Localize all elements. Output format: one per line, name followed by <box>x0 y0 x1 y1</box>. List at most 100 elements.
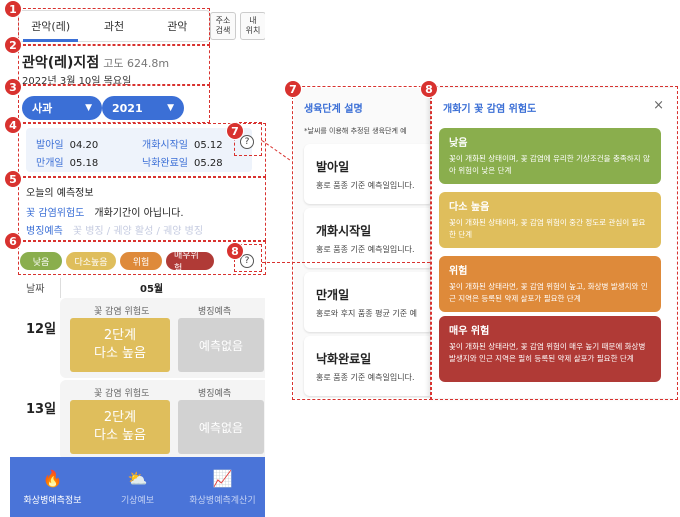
risk-level: 다소 높음 <box>94 346 146 361</box>
legend-low: 낮음 <box>20 252 62 270</box>
close-icon[interactable]: × <box>653 98 664 113</box>
symptom-flower: 꽃 병징 <box>72 226 104 237</box>
address-search-button[interactable]: 주소 검색 <box>210 12 236 40</box>
day-label: 12일 <box>26 322 57 337</box>
address-search-label: 주소 검색 <box>215 16 231 35</box>
stage-panel-note: *날씨를 이용해 추정된 생육단계 예 <box>304 127 407 135</box>
risk-stage: 2단계 <box>103 328 137 343</box>
risk-card-title: 매우 위험 <box>449 326 490 337</box>
forecast-title: 오늘의 예측정보 <box>26 188 94 199</box>
risk-level: 다소 높음 <box>94 428 146 443</box>
risk-column-header: 꽃 감염 위험도 <box>94 307 150 317</box>
stage-petal-fall-date: 05.28 <box>194 158 223 169</box>
risk-card-title: 위험 <box>449 266 468 277</box>
risk-legend: 낮음 다소높음 위험 매우위험 <box>20 251 214 274</box>
date-column-header: 날짜 <box>26 284 45 295</box>
symptom-column-header: 병징예측 <box>198 307 232 317</box>
stage-card-title: 만개일 <box>316 288 350 302</box>
risk-card-desc: 꽃이 개화된 상태라면, 꽃 감염 위험이 매우 높기 때문에 화상병 발생지와… <box>449 342 646 363</box>
station-tabs: 관악(레) 과천 관악 <box>18 10 210 42</box>
symptom-value-box: 예측없음 <box>178 318 264 372</box>
stage-card-desc: 홍로 품종 기준 예측일입니다. <box>316 373 415 382</box>
stage-germination-label: 발아일 <box>36 140 64 151</box>
symptom-value-box: 예측없음 <box>178 400 264 454</box>
tab-gwacheon[interactable]: 과천 <box>103 20 125 33</box>
stage-card-title: 낙화완료일 <box>316 352 372 366</box>
stage-flowering-start-date: 05.12 <box>194 140 223 151</box>
location-name: 관악(레)지점 <box>22 55 100 71</box>
table-header: 날짜 05월 <box>20 278 265 298</box>
year-select-value: 2021 <box>112 101 143 115</box>
nav-calculator[interactable]: 📈 화상병예측계산기 <box>180 457 265 517</box>
stage-card-desc: 홍로와 후지 품종 평균 기준 예 <box>316 309 418 318</box>
year-select[interactable]: 2021 ▼ <box>102 96 184 120</box>
badge-4: 4 <box>4 116 22 134</box>
chevron-down-icon: ▼ <box>167 103 174 113</box>
risk-modal-title: 개화기 꽃 감염 위험도 <box>443 104 537 115</box>
my-location-label: 내 위치 <box>245 16 261 35</box>
badge-8-help: 8 <box>226 242 244 260</box>
crop-select[interactable]: 사과 ▼ <box>22 96 102 120</box>
forecast-infection-label: 꽃 감염위험도 <box>26 208 85 219</box>
bottom-nav: 🔥화상병예측정보 ⛅기상예보 📈 화상병예측계산기 <box>10 457 265 517</box>
nav-label: 화상병예측계산기 <box>189 495 256 506</box>
nav-fire-blight-forecast[interactable]: 🔥화상병예측정보 <box>10 457 95 517</box>
location-altitude: 고도 624.8m <box>103 57 170 70</box>
stage-germination: 발아일 04.20 <box>36 136 98 151</box>
badge-3: 3 <box>4 78 22 96</box>
stage-help-icon[interactable]: ? <box>240 135 254 149</box>
stage-card-title: 발아일 <box>316 160 350 174</box>
risk-card-title: 다소 높음 <box>449 202 490 213</box>
chevron-down-icon: ▼ <box>85 103 92 113</box>
stage-flowering-start-label: 개화시작일 <box>142 140 188 151</box>
stage-petal-fall: 낙화완료일 05.28 <box>142 154 223 169</box>
connector-8 <box>262 262 430 263</box>
symptom-column-header: 병징예측 <box>198 389 232 399</box>
nav-label: 기상예보 <box>120 495 155 506</box>
stage-panel-title: 생육단계 설명 <box>304 104 363 115</box>
risk-help-icon[interactable]: ? <box>240 254 254 268</box>
chart-icon: 📈 <box>212 468 233 488</box>
symptom-canker: 궤양 병징 <box>163 226 204 237</box>
tab-gwanak[interactable]: 관악 <box>167 20 188 33</box>
stage-petal-fall-label: 낙화완료일 <box>142 158 188 169</box>
stage-germination-date: 04.20 <box>69 140 99 151</box>
column-divider <box>60 278 61 298</box>
risk-card-desc: 꽃이 개화된 상태이며, 꽃 감염 위험이 중간 정도로 관심이 필요한 단계 <box>449 218 646 239</box>
symptom-sep: / <box>106 226 111 237</box>
symptom-canker-active: 궤양 활성 <box>113 226 154 237</box>
stage-card-title: 개화시작일 <box>316 224 372 238</box>
month-label: 05월 <box>140 284 164 295</box>
legend-very-danger: 매우위험 <box>166 251 214 274</box>
crop-select-value: 사과 <box>32 102 53 115</box>
my-location-button[interactable]: 내 위치 <box>240 12 265 40</box>
badge-8: 8 <box>420 80 438 98</box>
tab-gwanak-re[interactable]: 관악(레) <box>19 11 82 42</box>
forecast-infection-row: 꽃 감염위험도 개화기간이 아닙니다. <box>26 204 184 219</box>
risk-card-desc: 꽃이 개화된 상태라면, 꽃 감염 위험이 높고, 화상병 발생지와 인근 지역… <box>449 282 648 303</box>
forecast-infection-value: 개화기간이 아닙니다. <box>94 208 184 219</box>
day-label: 13일 <box>26 402 57 417</box>
nav-weather-forecast[interactable]: ⛅기상예보 <box>95 457 180 517</box>
forecast-symptom-label: 병징예측 <box>26 226 63 237</box>
symptom-sep: / <box>156 226 160 237</box>
badge-7-help: 7 <box>226 122 244 140</box>
stage-full-bloom-date: 05.18 <box>69 158 99 169</box>
current-date: 2022년 3월 10일 목요일 <box>22 76 132 87</box>
